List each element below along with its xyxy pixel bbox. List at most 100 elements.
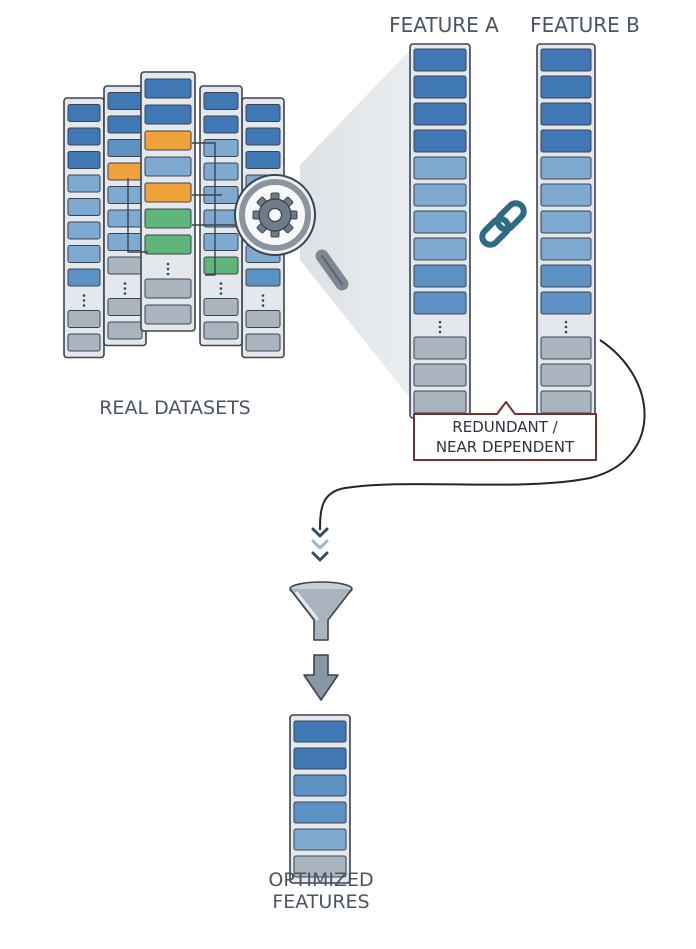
feature-cell [67, 268, 101, 287]
feature-cell [413, 183, 467, 207]
feature-cell [67, 104, 101, 122]
feature-cell [144, 156, 192, 177]
feature-cell [293, 720, 347, 743]
optimized-label: OPTIMIZED [268, 869, 373, 891]
feature-cell [107, 256, 143, 275]
optimized-features-column [289, 714, 351, 884]
ellipsis-dots [261, 294, 265, 307]
real-datasets-label: REAL DATASETS [99, 397, 251, 419]
feature-cell [107, 186, 143, 204]
feature-cell [540, 156, 592, 180]
feature-cell [413, 48, 467, 72]
dataset-connectors [127, 142, 235, 276]
feature-cell [144, 208, 192, 229]
feature-cell [245, 151, 281, 169]
flow-curve [319, 339, 646, 531]
feature-cell [540, 102, 592, 126]
feature-cell [67, 151, 101, 169]
feature-cell [107, 321, 143, 340]
feature-cell [413, 102, 467, 126]
feature-cell [293, 855, 347, 878]
feature-cell [67, 221, 101, 240]
feature-cell [245, 104, 281, 122]
feature-cell [293, 774, 347, 797]
feature-cell [540, 390, 592, 414]
redundant-badge: REDUNDANT / NEAR DEPENDENT [413, 401, 597, 461]
feature-cell [67, 310, 101, 328]
feature-cell [413, 210, 467, 234]
ellipsis-dots [123, 282, 127, 295]
feature-b-column [536, 43, 596, 419]
near-dependent-label: NEAR DEPENDENT [436, 438, 575, 456]
feature-cell [107, 233, 143, 251]
feature-cell [144, 130, 192, 151]
feature-cell [144, 278, 192, 299]
feature-cell [413, 75, 467, 99]
feature-cell [245, 127, 281, 146]
feature-cell [144, 104, 192, 125]
feature-cell [203, 162, 239, 181]
real-datasets-stack [63, 71, 285, 359]
feature-cell [203, 256, 239, 275]
feature-cell [245, 333, 281, 352]
feature-cell [413, 363, 467, 387]
feature-cell [107, 92, 143, 110]
optimized-cells [289, 714, 351, 884]
funnel-icon [289, 581, 353, 641]
feature-cell [67, 127, 101, 146]
ellipsis-dots [438, 320, 442, 334]
feature-cell [540, 336, 592, 360]
feature-cell [540, 129, 592, 153]
dataset-column-left [63, 97, 105, 359]
feature-cell [67, 333, 101, 352]
feature-cell [67, 198, 101, 216]
feature-cell [413, 264, 467, 288]
feature-cell [203, 92, 239, 110]
feature-cell [245, 310, 281, 328]
feature-cell [67, 174, 101, 193]
feature-a-label: FEATURE A [389, 13, 499, 37]
feature-cell [413, 129, 467, 153]
arrow-down-icon [303, 654, 339, 701]
ellipsis-dots [166, 262, 170, 276]
ellipsis-dots [564, 320, 568, 334]
feature-cell [293, 828, 347, 851]
magnifier-gear-icon [234, 174, 349, 291]
feature-cell [144, 234, 192, 255]
feature-cell [413, 336, 467, 360]
feature-cell [203, 139, 239, 157]
feature-cell [540, 291, 592, 315]
feature-cell [203, 298, 239, 316]
redundant-label: REDUNDANT / [452, 418, 558, 436]
chevron-down-icon [311, 527, 329, 562]
feature-cell [203, 115, 239, 134]
feature-cell [144, 78, 192, 99]
feature-cell [540, 48, 592, 72]
feature-cell [540, 210, 592, 234]
feature-cell [107, 209, 143, 228]
zoom-cone [300, 50, 410, 398]
feature-cell [293, 801, 347, 824]
feature-cell [203, 233, 239, 251]
ellipsis-dots [82, 294, 86, 307]
feature-cell [540, 237, 592, 261]
feature-cell [413, 390, 467, 414]
feature-cell [413, 291, 467, 315]
feature-cell [67, 245, 101, 263]
feature-cell [540, 363, 592, 387]
dataset-column-front [140, 71, 196, 332]
feature-cell [540, 183, 592, 207]
feature-cell [245, 268, 281, 287]
chain-link-icon [479, 200, 527, 248]
feature-cell [107, 139, 143, 157]
feature-b-label: FEATURE B [530, 13, 640, 37]
feature-cell [413, 237, 467, 261]
feature-cell [107, 115, 143, 134]
ellipsis-dots [219, 282, 223, 295]
dataset-column-mid-left [103, 85, 147, 347]
feature-cell [144, 304, 192, 325]
feature-a-column [409, 43, 471, 419]
feature-cell [540, 75, 592, 99]
